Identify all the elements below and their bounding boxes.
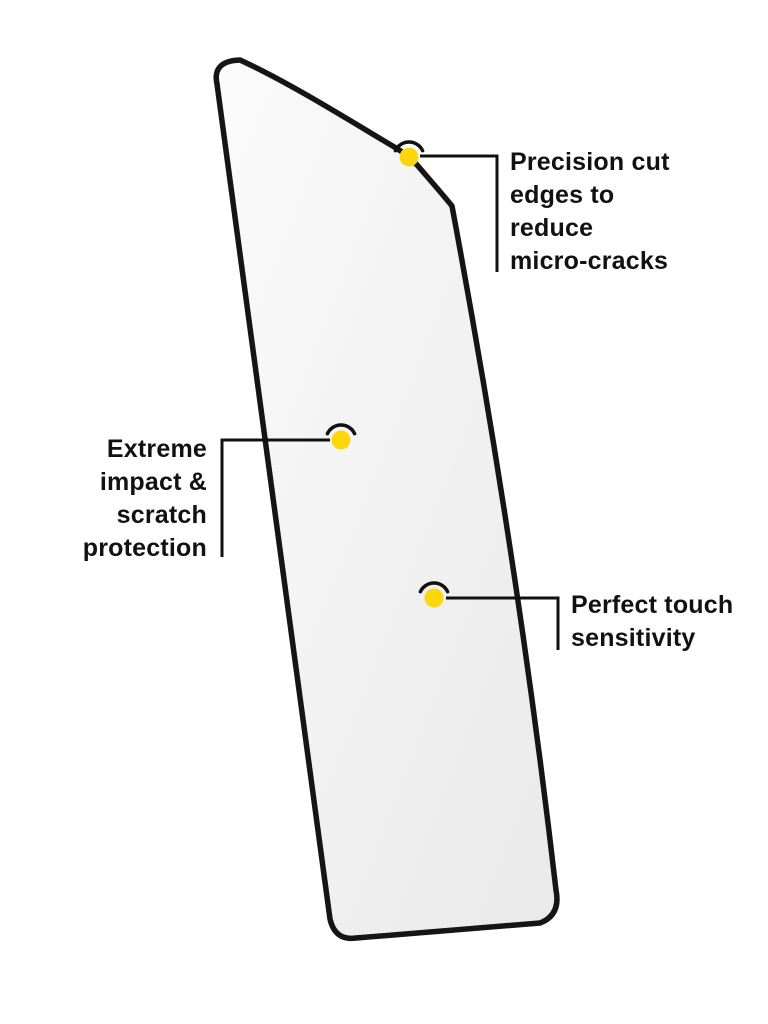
dot-arc <box>418 581 450 594</box>
callout-label-precision-cut: Precision cut edges to reduce micro-crac… <box>510 148 670 275</box>
dot-arc <box>325 423 357 436</box>
feature-dot <box>424 588 444 608</box>
dot-arc <box>393 140 425 153</box>
feature-dot <box>331 430 351 450</box>
callout-line <box>220 438 330 557</box>
callout-label-touch-sensitivity: Perfect touch sensitivity <box>571 591 734 652</box>
glass-protector-shape <box>213 57 560 942</box>
callout-line <box>420 154 499 272</box>
callout-line <box>446 596 560 650</box>
feature-dot <box>399 147 419 167</box>
callout-label-impact-protection: Extreme impact & scratch protection <box>82 435 207 562</box>
